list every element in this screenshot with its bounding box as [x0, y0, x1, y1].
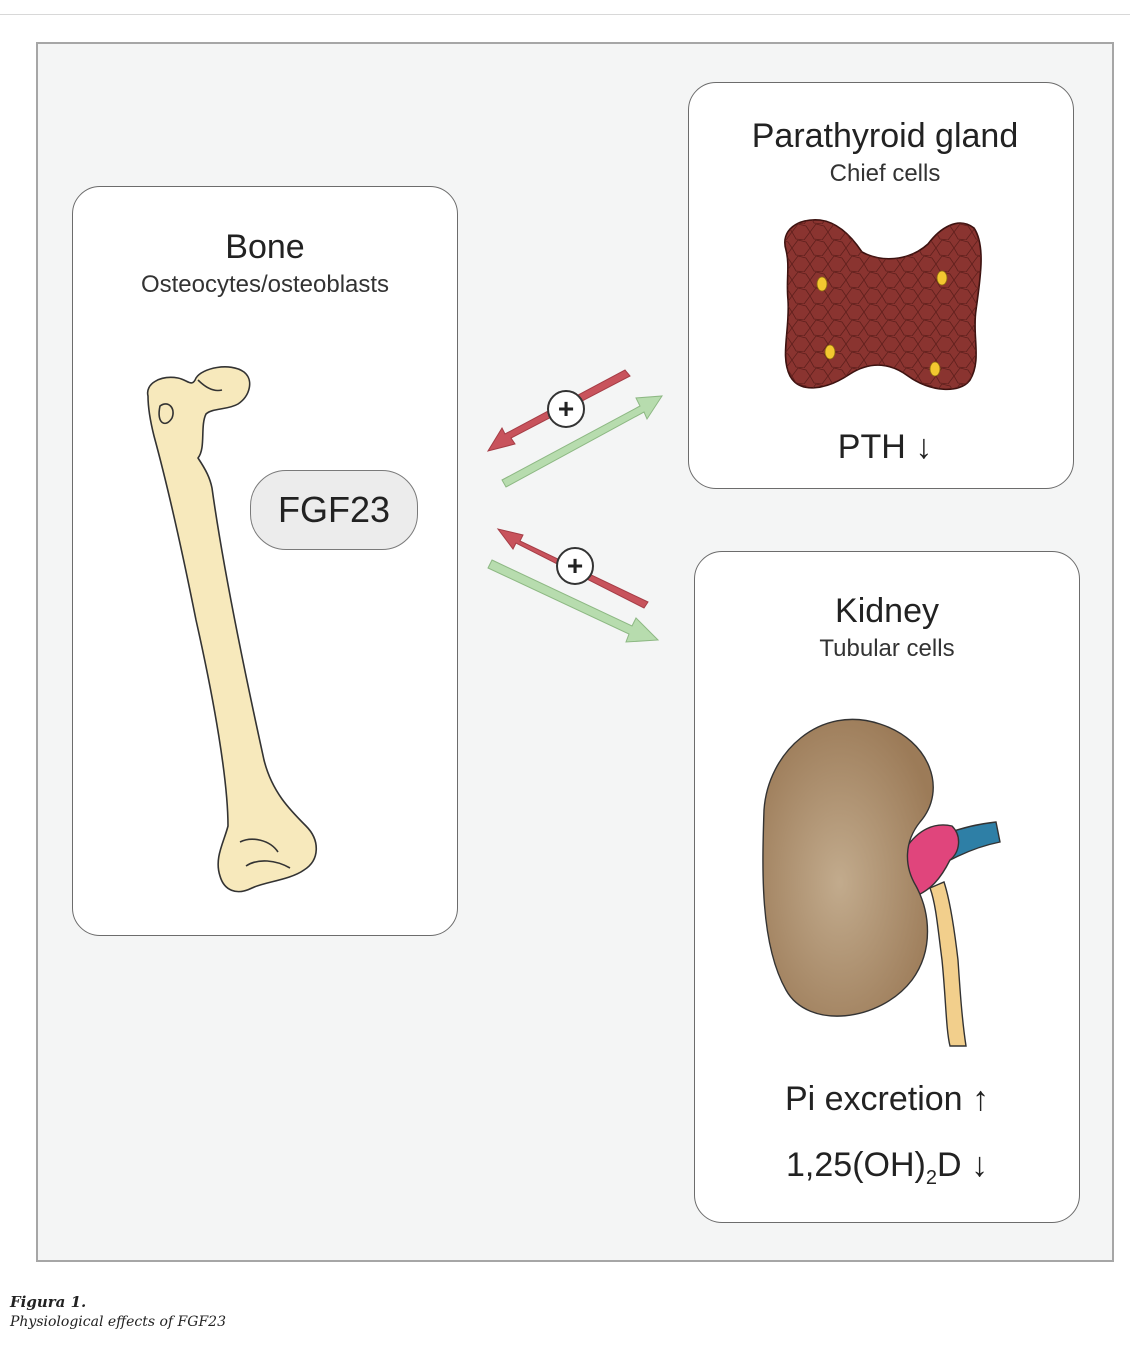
fgf23-badge: FGF23 [250, 470, 418, 550]
figure-caption-label: Figura 1. [10, 1293, 86, 1311]
figure-caption-text: Physiological effects of FGF23 [10, 1314, 226, 1330]
parathyroid-arrows [488, 370, 662, 487]
kidney-illustration [763, 719, 1000, 1046]
plus-icon-upper: + [548, 393, 584, 425]
femur-bone-illustration [148, 367, 317, 892]
parathyroid-gland-illustration [785, 220, 981, 390]
plus-icon-lower: + [557, 550, 593, 582]
kidney-arrows [488, 529, 658, 642]
